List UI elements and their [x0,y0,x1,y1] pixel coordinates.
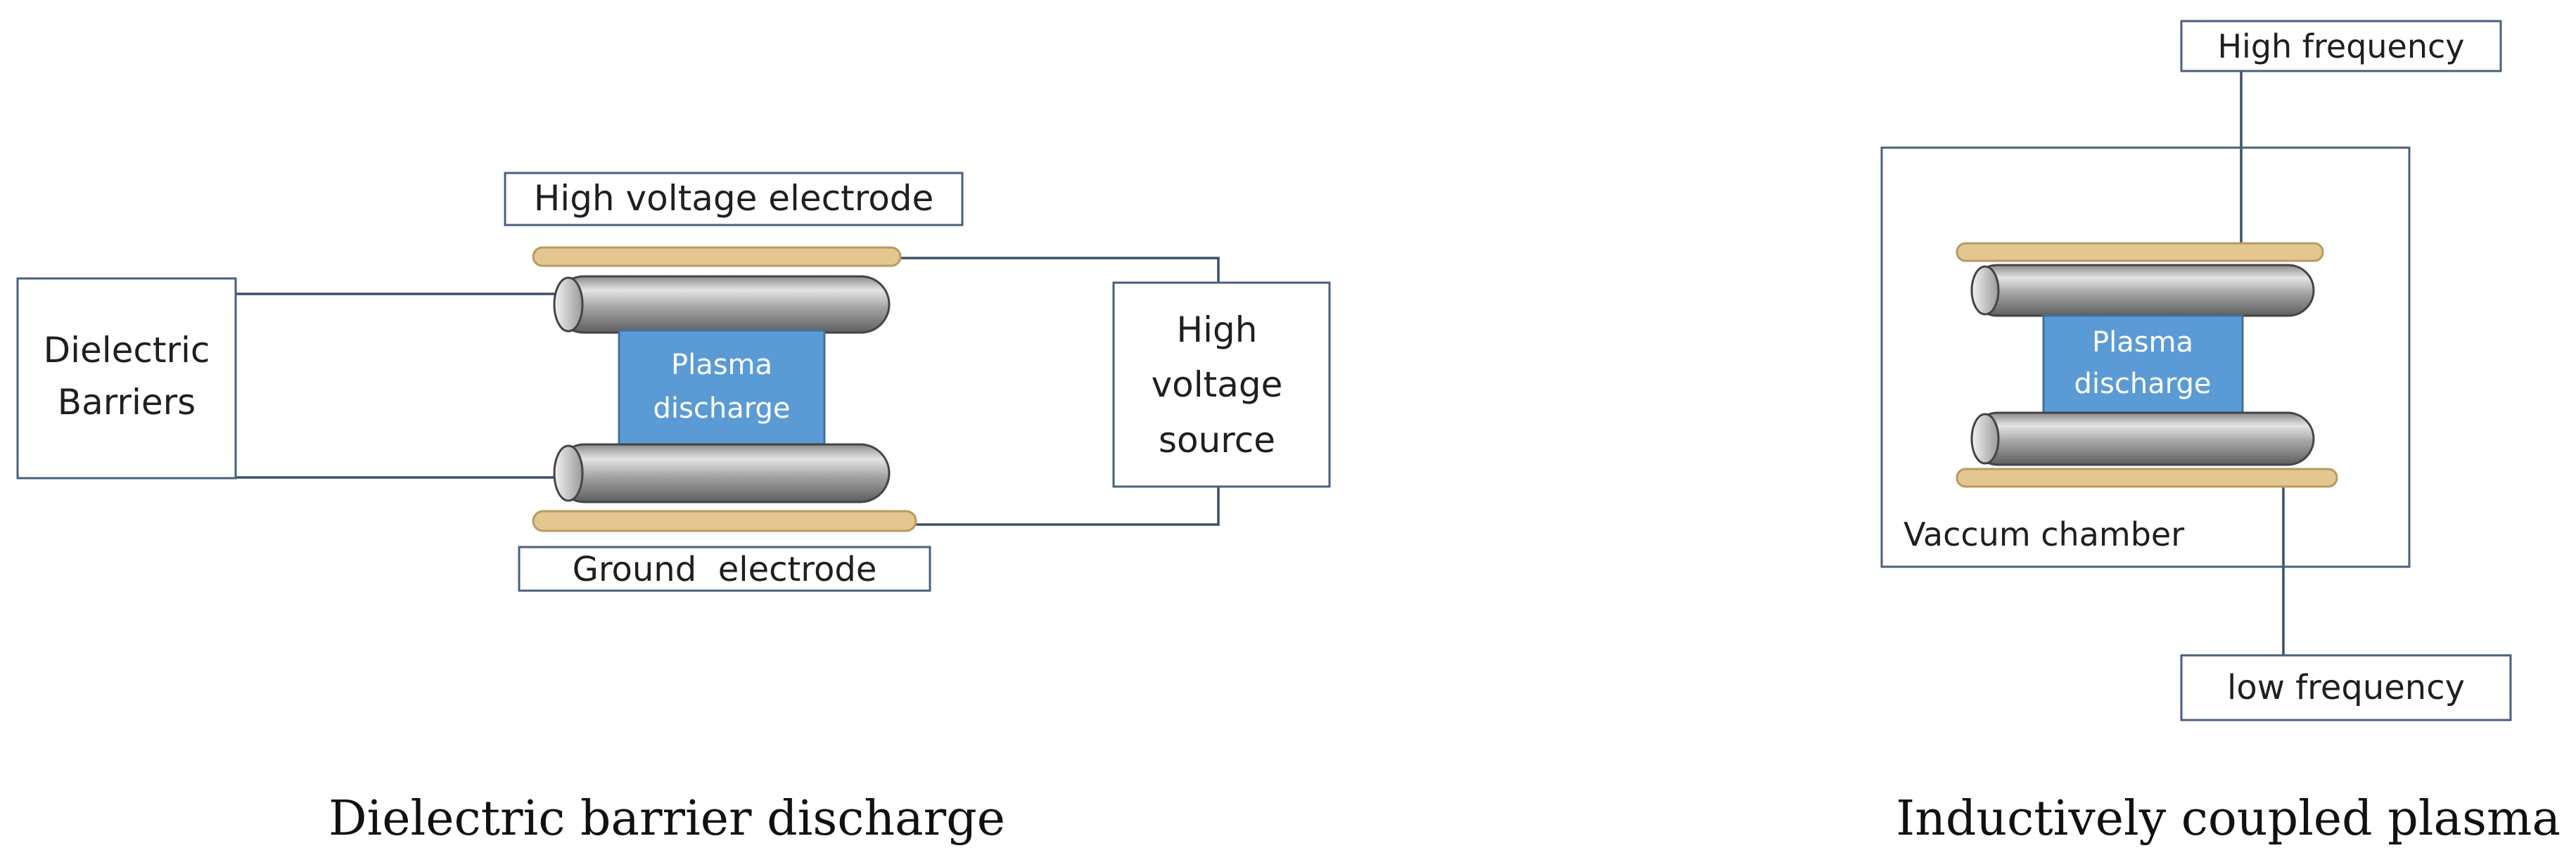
bottom-dielectric-barrier [553,443,891,503]
bottom-electrode-plate [532,510,917,532]
high-voltage-source-label-line1: High [1177,309,1258,350]
icp-wires [2240,71,2285,655]
high-voltage-electrode-label: High voltage electrode [534,178,934,219]
low-frequency-label: low frequency [2227,668,2465,707]
dielectric-barriers-box: Dielectric Barriers [16,277,237,480]
wire-bottom-electrode-to-source [916,487,1220,526]
icp-top-dielectric-barrier [1970,264,2315,317]
vacuum-chamber [1880,146,2411,568]
wire-top-electrode-to-source [900,257,1220,283]
high-voltage-source-box: High voltage source [1112,281,1331,488]
icp-plasma-label-line2: discharge [2074,368,2212,400]
top-dielectric-barrier [553,275,891,334]
icp-bottom-electrode-plate [1956,468,2338,488]
vacuum-chamber-label: Vaccum chamber [1904,515,2184,553]
dbd-wires [236,257,1220,526]
icp-plasma-discharge: Plasma discharge [2042,314,2244,414]
dbd-caption: Dielectric barrier discharge [329,791,1005,847]
top-electrode-plate [532,246,902,267]
icp-bottom-dielectric-barrier [1970,411,2315,466]
dielectric-barriers-label-line2: Barriers [58,382,196,423]
ground-electrode-box: Ground electrode [518,546,931,592]
dbd-diagram: High voltage electrode Plasma discharge … [16,172,1331,847]
ground-electrode-label: Ground electrode [573,550,877,589]
high-voltage-source-label-line3: source [1159,420,1275,461]
dbd-plasma-discharge: Plasma discharge [618,329,826,446]
high-frequency-label: High frequency [2217,27,2464,65]
icp-top-electrode-plate [1956,242,2324,262]
high-voltage-source-label-line2: voltage [1152,364,1283,405]
icp-plasma-label-line1: Plasma [2092,326,2193,359]
dbd-plasma-label-line1: Plasma [671,349,772,381]
low-frequency-box: low frequency [2180,654,2512,721]
icp-caption: Inductively coupled plasma [1896,791,2561,847]
dielectric-barriers-label-line1: Dielectric [44,330,210,371]
icp-diagram: High frequency Plasma discharge Vaccum c… [1880,20,2561,847]
dbd-plasma-label-line2: discharge [653,392,791,425]
high-voltage-electrode-box: High voltage electrode [504,172,964,226]
high-frequency-box: High frequency [2180,20,2502,72]
